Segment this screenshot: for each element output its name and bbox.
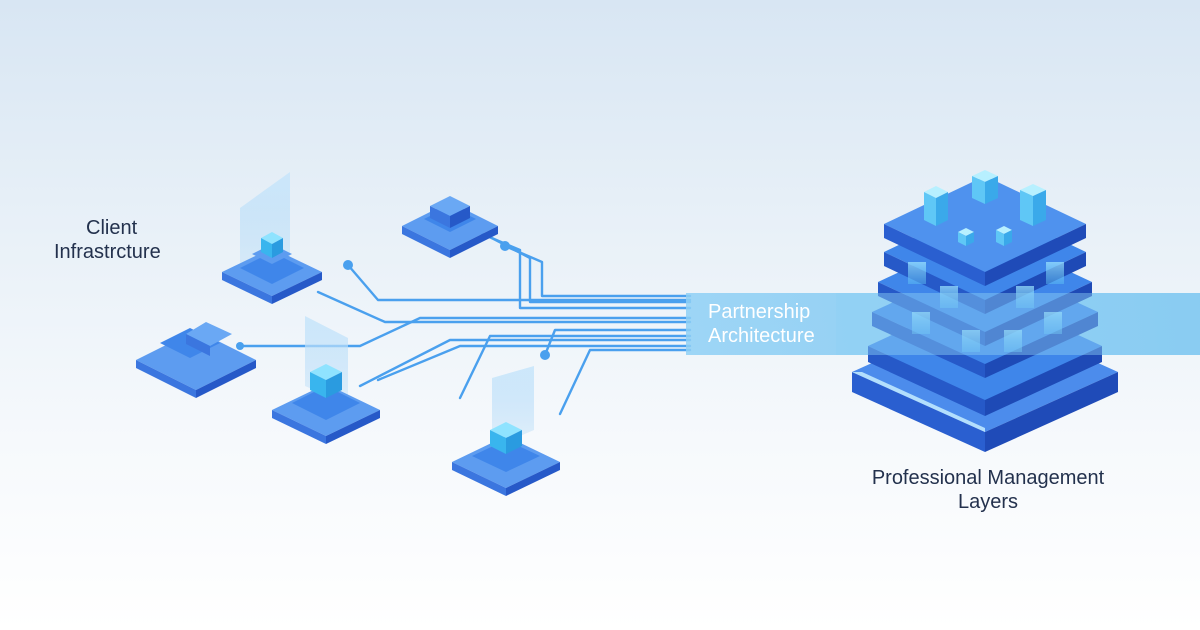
center-label-line1: Partnership	[708, 301, 811, 323]
partnership-architecture-label: Partnership Architecture	[708, 300, 908, 348]
center-label-line2: Architecture	[708, 325, 815, 347]
client-node-1	[222, 172, 322, 304]
client-node-2	[402, 196, 498, 258]
partnership-band-overlay	[836, 293, 1200, 355]
management-tower	[852, 170, 1118, 452]
mgmt-label-line2: Layers	[957, 491, 1019, 513]
client-node-4	[272, 316, 380, 444]
client-infrastructure-label: Client Infrastrcture	[54, 216, 224, 264]
client-label-line2: Infrastrcture	[54, 241, 161, 263]
mgmt-label-line1: Professional Management	[871, 467, 1105, 489]
connector-lines	[238, 226, 692, 416]
client-label-line1: Client	[86, 217, 138, 239]
client-node-5	[452, 366, 560, 496]
connector-endpoints	[236, 241, 550, 360]
tower-top-cubes	[924, 170, 1046, 246]
client-node-3	[136, 322, 256, 398]
professional-management-label: Professional Management Layers	[830, 466, 1146, 514]
